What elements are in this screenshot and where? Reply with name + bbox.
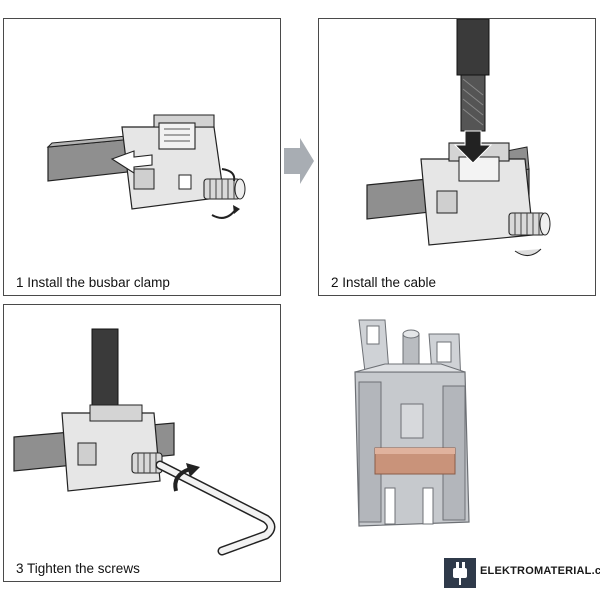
insert-arrow-icon [110, 150, 153, 175]
step-3-caption: 3 Tighten the screws [16, 561, 140, 576]
step-3-panel: 3 Tighten the screws [3, 304, 281, 582]
cable-insulation [456, 19, 490, 76]
next-step-arrow-icon [284, 138, 314, 184]
busbar-clamp-illustration: 1 Install the busbar clamp [16, 114, 246, 290]
busbar-terminal-product-image [354, 319, 470, 527]
brand-logo: ELEKTROMATERIAL.cz [444, 558, 600, 588]
cable-conductor [460, 74, 486, 132]
rotate-arrow-icon [173, 467, 191, 492]
down-arrow-icon [453, 130, 493, 164]
plug-icon [444, 558, 476, 588]
step-1-panel: 1 Install the busbar clamp [3, 18, 281, 296]
screw [508, 212, 551, 236]
brand-name: ELEKTROMATERIAL.cz [480, 565, 600, 577]
clamp-body [61, 412, 161, 492]
step-2-panel: 2 Install the cable [318, 18, 596, 296]
step-2-caption: 2 Install the cable [331, 275, 436, 290]
screw [203, 178, 246, 200]
cable-install-illustration: 2 Install the cable [331, 19, 551, 290]
rotate-arrow-icon [221, 168, 236, 182]
step-1-caption: 1 Install the busbar clamp [16, 275, 170, 290]
tighten-screws-illustration: 3 Tighten the screws [13, 328, 276, 576]
